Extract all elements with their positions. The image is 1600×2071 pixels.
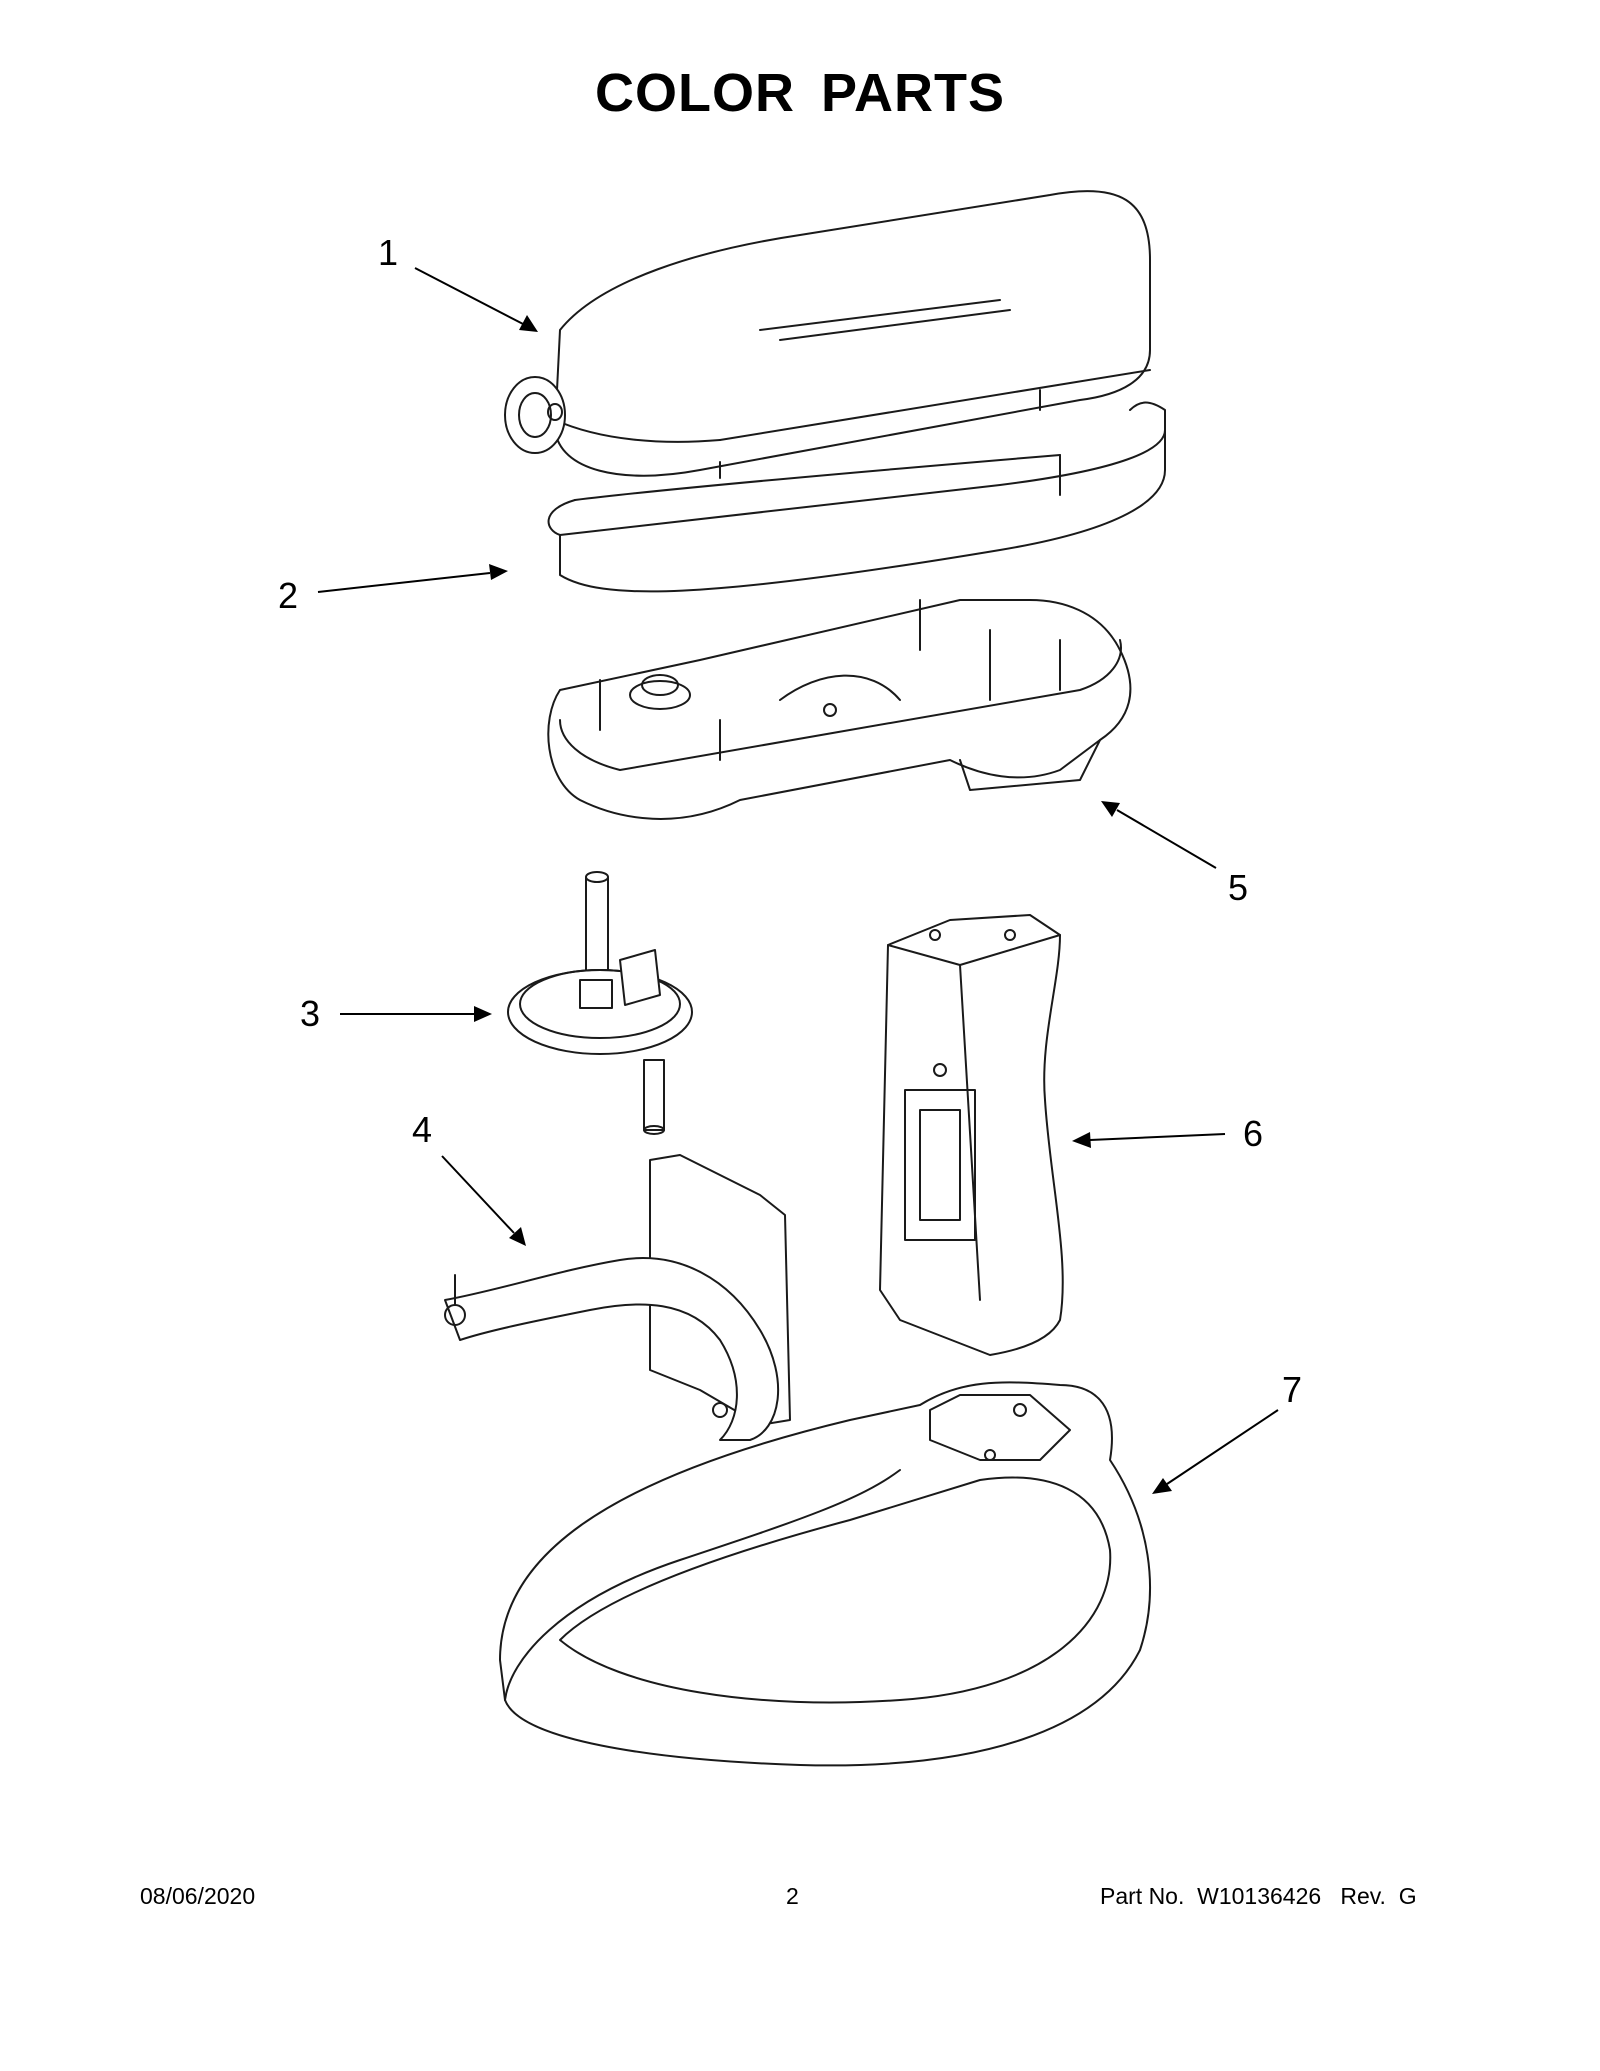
callout-number-6: 6: [1243, 1113, 1263, 1154]
page-title: COLOR PARTS: [595, 63, 1005, 123]
callout-number-1: 1: [378, 232, 398, 273]
callout-number-4: 4: [412, 1109, 432, 1150]
part-1-head-cover: [504, 190, 1151, 479]
callout-number-2: 2: [278, 575, 298, 616]
part-5-gear-housing: [547, 599, 1132, 820]
callout-arrow-6: [1072, 1132, 1226, 1148]
callout-arrow-1: [414, 267, 538, 332]
part-2-trim-band: [547, 401, 1166, 593]
part-6-pedestal-column: [879, 914, 1064, 1356]
part-4-bowl-support-arm: [444, 1154, 791, 1441]
callout-arrow-5: [1101, 801, 1217, 869]
callout-arrow-7: [1152, 1409, 1279, 1494]
footer-date: 08/06/2020: [140, 1883, 256, 1909]
callout-arrow-4: [441, 1155, 526, 1246]
footer-page-number: 2: [786, 1883, 799, 1909]
callout-number-7: 7: [1282, 1369, 1302, 1410]
part-7-base: [499, 1381, 1151, 1767]
footer-part-number: Part No. W10136426 Rev. G: [1100, 1883, 1417, 1909]
callout-number-3: 3: [300, 993, 320, 1034]
callout-number-5: 5: [1228, 867, 1248, 908]
callout-arrow-2: [317, 564, 508, 593]
part-3-planetary-gear: [507, 871, 693, 1135]
callout-arrow-3: [340, 1006, 492, 1022]
